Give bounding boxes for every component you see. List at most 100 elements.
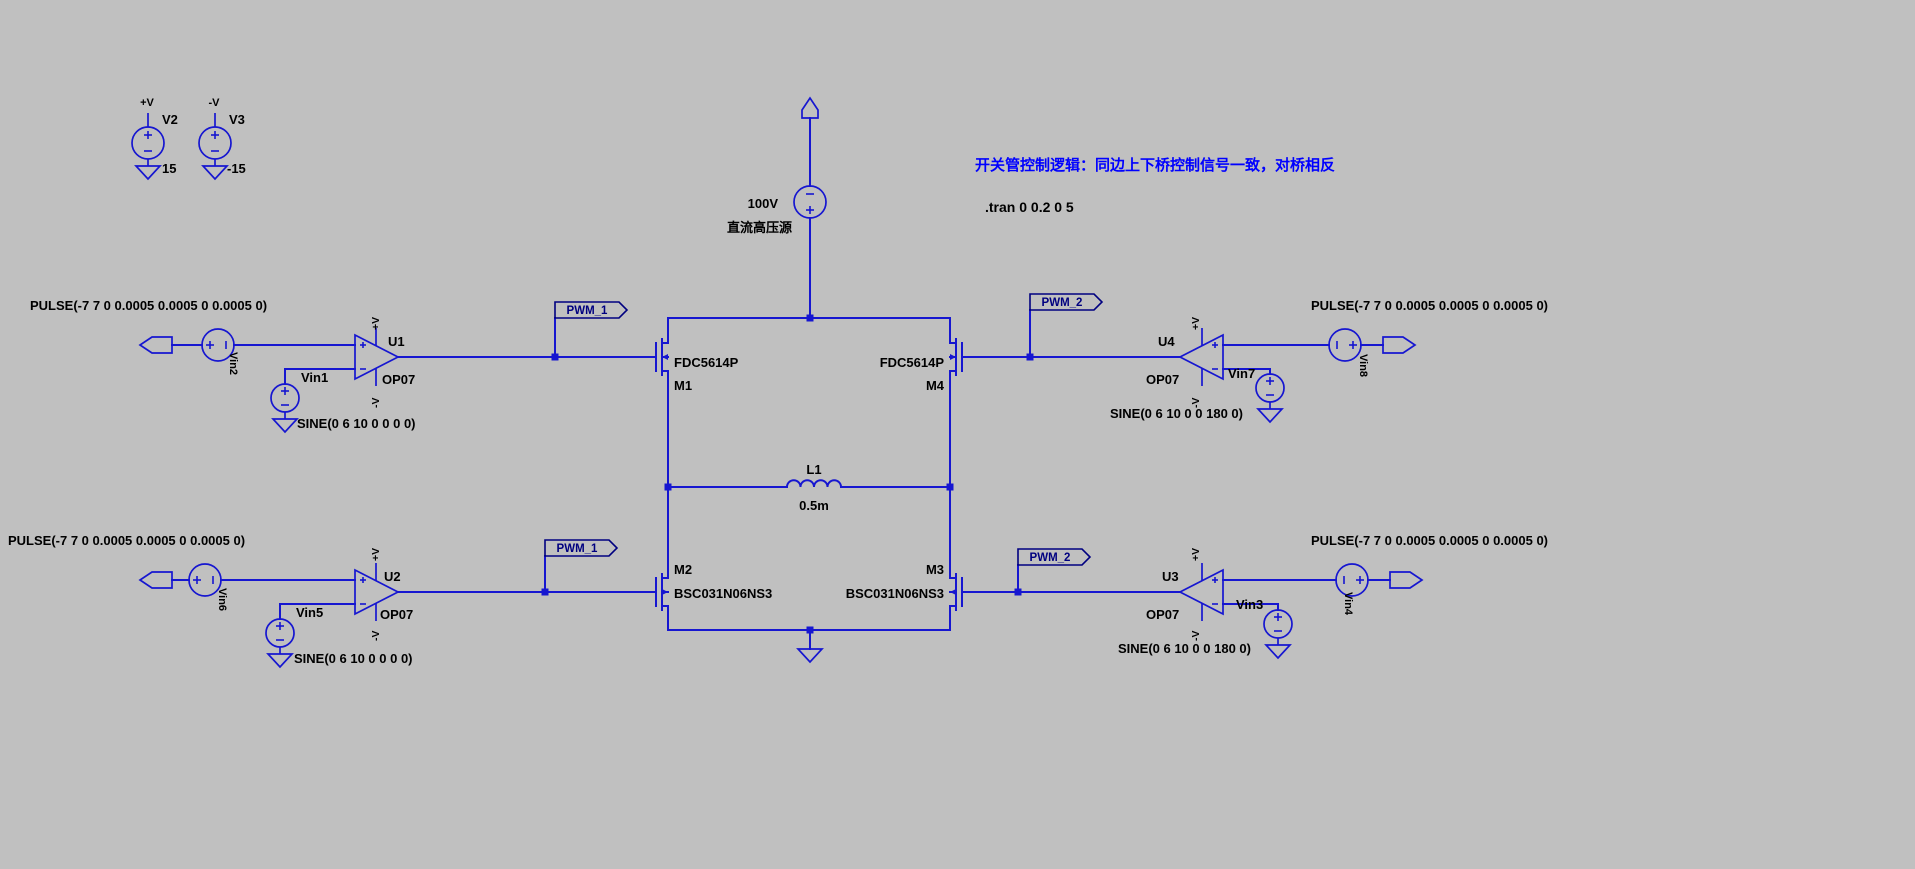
- mosfet-arrow-icon: [950, 589, 956, 595]
- ground-symbol-vin1[interactable]: [271, 412, 299, 434]
- voltage-source-v2[interactable]: +V V2 15: [131, 97, 178, 176]
- u4-vminus-label: -V: [1190, 398, 1202, 409]
- l1-value-label: 0.5m: [799, 498, 829, 513]
- up-arrow-port-icon: [801, 96, 819, 119]
- sine-param-text-br: SINE(0 6 10 0 0 180 0): [1118, 641, 1251, 656]
- voltage-source-hv[interactable]: 100V 直流高压源: [727, 185, 827, 235]
- net-flag-pwm2-top[interactable]: PWM_2: [1029, 293, 1104, 311]
- v3-name-label: V3: [229, 112, 245, 127]
- ground-symbol-vin5[interactable]: [266, 647, 294, 669]
- m4-model-label: FDC5614P: [880, 355, 945, 370]
- pwm1-flag-label: PWM_1: [557, 543, 599, 555]
- wire-net[interactable]: [171, 117, 1391, 650]
- right-arrow-port-icon: [1382, 336, 1417, 354]
- opamp-u3[interactable]: +V -V U3 OP07: [1146, 548, 1224, 642]
- ground-icon: [796, 648, 824, 664]
- ground-symbol-v2[interactable]: [134, 159, 162, 181]
- u4-model-label: OP07: [1146, 372, 1179, 387]
- voltage-source-vin4[interactable]: Vin4: [1335, 563, 1369, 616]
- u1-name-label: U1: [388, 334, 405, 349]
- ground-symbol-vin3[interactable]: [1264, 638, 1292, 660]
- hv-value-label: 100V: [748, 196, 779, 211]
- pwm1-flag-label: PWM_1: [567, 305, 609, 317]
- u2-vminus-label: -V: [370, 631, 382, 642]
- voltage-source-vin7[interactable]: Vin7 SINE(0 6 10 0 0 180 0): [1110, 366, 1285, 421]
- port-flag-right-br[interactable]: [1389, 571, 1424, 589]
- m1-name-label: M1: [674, 378, 692, 393]
- net-flag-pwm1-top[interactable]: PWM_1: [554, 301, 629, 319]
- port-flag-left-tl[interactable]: [138, 336, 173, 354]
- ground-symbol-v3[interactable]: [201, 159, 229, 181]
- pwm2-flag-label: PWM_2: [1042, 297, 1083, 309]
- voltage-source-vin2[interactable]: Vin2: [201, 328, 239, 375]
- m4-name-label: M4: [926, 378, 945, 393]
- port-flag-up[interactable]: [801, 96, 819, 119]
- voltage-source-vin5[interactable]: Vin5 SINE(0 6 10 0 0 0 0): [265, 605, 413, 666]
- u3-vplus-label: +V: [1190, 548, 1202, 561]
- hv-name-label: 直流高压源: [727, 220, 792, 235]
- u3-vminus-label: -V: [1190, 631, 1202, 642]
- l1-name-label: L1: [806, 462, 821, 477]
- net-flag-pwm1-bottom[interactable]: PWM_1: [544, 539, 619, 557]
- mosfet-m3[interactable]: M3 BSC031N06NS3: [846, 486, 965, 631]
- u2-model-label: OP07: [380, 607, 413, 622]
- vin3-name-label: Vin3: [1236, 597, 1263, 612]
- opamp-u2[interactable]: +V -V U2 OP07: [354, 548, 413, 642]
- u1-vminus-label: -V: [370, 398, 382, 409]
- port-flag-right-tr[interactable]: [1382, 336, 1417, 354]
- vin7-name-label: Vin7: [1228, 366, 1255, 381]
- mosfet-m1[interactable]: FDC5614P M1: [649, 317, 739, 488]
- ground-symbol-vin7[interactable]: [1256, 402, 1284, 424]
- u2-name-label: U2: [384, 569, 401, 584]
- voltage-source-vin3[interactable]: Vin3 SINE(0 6 10 0 0 180 0): [1118, 597, 1293, 656]
- junction: [806, 314, 814, 322]
- net-flag-pwm2-bottom[interactable]: PWM_2: [1017, 548, 1092, 566]
- pwm2-flag-label: PWM_2: [1030, 552, 1071, 564]
- ground-icon: [266, 653, 294, 669]
- v3-rail-flag: -V: [209, 97, 221, 109]
- voltage-source-v3[interactable]: -V V3 -15: [198, 97, 246, 176]
- m1-model-label: FDC5614P: [674, 355, 739, 370]
- u4-vplus-label: +V: [1190, 317, 1202, 330]
- port-flag-left-bl[interactable]: [138, 571, 173, 589]
- opamp-u4[interactable]: +V -V U4 OP07: [1146, 317, 1224, 409]
- mosfet-m2[interactable]: M2 BSC031N06NS3: [649, 486, 772, 631]
- voltage-source-vin6[interactable]: Vin6: [188, 563, 228, 611]
- ground-icon: [1264, 644, 1292, 660]
- junction: [1014, 588, 1022, 596]
- mosfet-arrow-icon: [662, 589, 668, 595]
- voltage-source-vin8[interactable]: Vin8: [1328, 328, 1369, 377]
- m3-name-label: M3: [926, 562, 944, 577]
- v2-rail-flag: +V: [140, 97, 154, 109]
- ground-icon: [271, 418, 299, 434]
- mosfet-m4[interactable]: FDC5614P M4: [880, 317, 965, 488]
- logic-comment-text: 开关管控制逻辑：同边上下桥控制信号一致，对桥相反: [975, 156, 1335, 174]
- vin6-name-label: Vin6: [216, 588, 228, 611]
- left-arrow-port-icon: [138, 571, 173, 589]
- u1-model-label: OP07: [382, 372, 415, 387]
- pulse-param-text-tr: PULSE(-7 7 0 0.0005 0.0005 0 0.0005 0): [1311, 298, 1548, 313]
- v2-name-label: V2: [162, 112, 178, 127]
- u2-vplus-label: +V: [370, 548, 382, 561]
- tran-directive-text[interactable]: .tran 0 0.2 0 5: [985, 199, 1074, 215]
- vin2-name-label: Vin2: [227, 352, 239, 375]
- junction: [551, 353, 559, 361]
- junction: [1026, 353, 1034, 361]
- ground-icon: [201, 165, 229, 181]
- voltage-source-vin1[interactable]: Vin1 SINE(0 6 10 0 0 0 0): [270, 370, 416, 431]
- right-arrow-port-icon: [1389, 571, 1424, 589]
- ground-icon: [134, 165, 162, 181]
- opamp-u1[interactable]: +V -V U1 OP07: [354, 317, 415, 409]
- u4-name-label: U4: [1158, 334, 1175, 349]
- sine-param-text-tr: SINE(0 6 10 0 0 180 0): [1110, 406, 1243, 421]
- junction: [541, 588, 549, 596]
- m3-model-label: BSC031N06NS3: [846, 586, 944, 601]
- pulse-param-text-tl: PULSE(-7 7 0 0.0005 0.0005 0 0.0005 0): [30, 298, 267, 313]
- inductor-l1[interactable]: L1 0.5m: [785, 462, 843, 513]
- ground-symbol-bridge[interactable]: [796, 648, 824, 664]
- m2-name-label: M2: [674, 562, 692, 577]
- vin5-name-label: Vin5: [296, 605, 323, 620]
- vin4-name-label: Vin4: [1342, 592, 1354, 616]
- v2-value-label: 15: [162, 161, 176, 176]
